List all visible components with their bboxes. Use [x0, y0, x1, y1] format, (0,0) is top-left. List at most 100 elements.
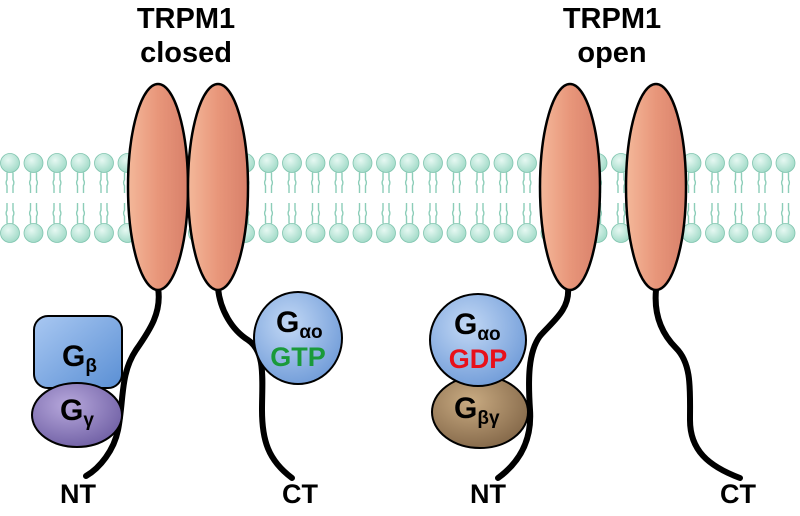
lipid-tail — [106, 172, 109, 193]
lipid-head — [47, 223, 67, 243]
lipid-tail — [122, 203, 126, 224]
lipid-tail — [710, 203, 713, 224]
lipid-head — [705, 153, 725, 173]
c-terminal-tail — [215, 285, 295, 481]
lipid-head — [23, 223, 44, 243]
trpm1-subunit-right — [624, 82, 688, 292]
lipid-head — [94, 153, 114, 173]
lipid-tail — [505, 203, 509, 224]
lipid-tail — [717, 203, 720, 224]
lipid-head — [23, 153, 44, 173]
lipid-head — [0, 153, 20, 173]
lipid-head — [752, 153, 772, 173]
lipid-head — [517, 153, 537, 173]
lipid-head — [493, 153, 514, 173]
lipid-tail — [122, 172, 126, 193]
lipid-head — [352, 223, 373, 243]
lipid-head — [752, 223, 772, 243]
lipid-tail — [458, 172, 462, 193]
lipid-tail — [263, 172, 267, 193]
g-alpha-o-label: Gαo — [454, 308, 501, 345]
lipid-tail — [364, 203, 368, 224]
lipid-tail — [475, 203, 478, 224]
lipid-head — [446, 223, 467, 243]
lipid-tail — [28, 172, 32, 193]
g-alpha-o-subunit — [253, 291, 343, 385]
lipid-head — [305, 153, 326, 173]
lipid-tail — [522, 172, 525, 193]
lipid-tail — [287, 203, 290, 224]
lipid-tail — [334, 203, 337, 224]
lipid-tail — [82, 172, 86, 193]
lipid-tail — [270, 203, 274, 224]
trpm1-subunit-left — [126, 82, 190, 292]
lipid-tail — [757, 172, 760, 193]
lipid-head — [329, 223, 349, 243]
lipid-tail — [106, 203, 109, 224]
lipid-tail — [428, 203, 431, 224]
lipid-head — [705, 223, 725, 243]
lipid-tail — [482, 203, 485, 224]
lipid-tail — [764, 203, 767, 224]
lipid-head — [0, 223, 20, 243]
lipid-tail — [12, 203, 15, 224]
lipid-tail — [59, 172, 62, 193]
n-terminal-tail — [495, 285, 572, 481]
lipid-tail — [740, 172, 744, 193]
g-alpha-o-label: Gαo — [276, 306, 323, 343]
lipid-head — [329, 153, 349, 173]
lipid-tail — [28, 203, 32, 224]
lipid-tail — [5, 172, 8, 193]
g-alpha-o-subunit — [429, 293, 527, 387]
panel-title-line2: open — [577, 37, 646, 69]
lipid-tail — [733, 203, 737, 224]
lipid-tail — [475, 172, 478, 193]
lipid-tail — [522, 203, 525, 224]
lipid-tail — [381, 172, 384, 193]
lipid-tail — [341, 203, 344, 224]
lipid-tail — [428, 172, 431, 193]
lipid-tail — [764, 172, 767, 193]
lipid-head — [775, 223, 796, 243]
lipid-tail — [623, 203, 626, 224]
lipid-tail — [740, 203, 744, 224]
lipid-tail — [404, 172, 408, 193]
lipid-head — [470, 153, 490, 173]
nt-label: NT — [470, 479, 506, 509]
lipid-tail — [780, 172, 784, 193]
gdp-label: GDP — [449, 344, 508, 374]
panel-title-line1: TRPM1 — [563, 3, 661, 35]
lipid-head — [376, 223, 396, 243]
panel-title-line2: closed — [140, 37, 232, 69]
lipid-tail — [357, 172, 361, 193]
lipid-tail — [686, 172, 690, 193]
lipid-head — [47, 153, 67, 173]
lipid-head — [399, 223, 420, 243]
lipid-tail — [52, 203, 55, 224]
lipid-tail — [263, 203, 267, 224]
panel-title-line1: TRPM1 — [137, 3, 235, 35]
lipid-tail — [388, 172, 391, 193]
lipid-head — [728, 223, 749, 243]
gtp-label: GTP — [270, 342, 326, 372]
lipid-tail — [686, 203, 690, 224]
nt-label: NT — [60, 479, 96, 509]
lipid-head — [258, 153, 279, 173]
trpm1-subunit-right — [186, 82, 250, 292]
g-beta-label: Gβ — [62, 340, 97, 377]
lipid-tail — [381, 203, 384, 224]
lipid-tail — [99, 203, 102, 224]
g-beta-gamma-label: Gβγ — [454, 392, 500, 429]
lipid-head — [305, 223, 326, 243]
lipid-head — [470, 223, 490, 243]
trpm1-subunit-left — [538, 82, 602, 292]
lipid-tail — [693, 172, 697, 193]
lipid-tail — [294, 203, 297, 224]
lipid-tail — [616, 172, 619, 193]
lipid-head — [399, 153, 420, 173]
lipid-tail — [757, 203, 760, 224]
lipid-head — [258, 223, 279, 243]
lipid-tail — [411, 203, 415, 224]
lipid-head — [282, 153, 302, 173]
